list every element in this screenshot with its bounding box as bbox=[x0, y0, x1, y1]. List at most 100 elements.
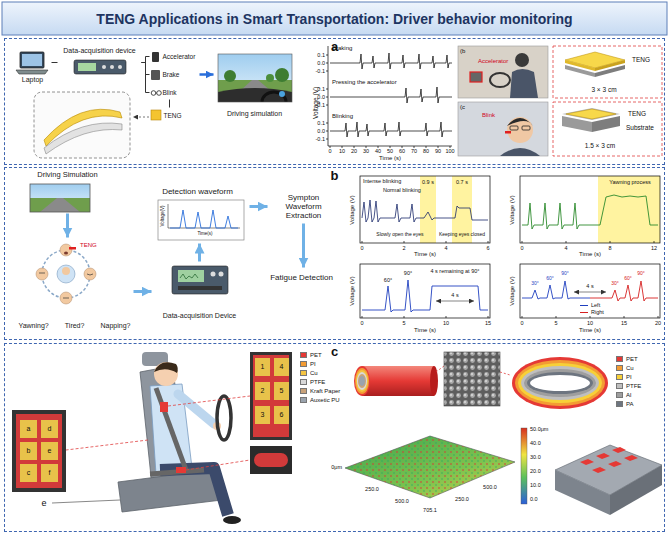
seat-bottom bbox=[580, 447, 638, 473]
tilt-chart bbox=[522, 316, 658, 318]
figure-label: 90° bbox=[637, 271, 645, 277]
daq-device-b bbox=[172, 266, 228, 294]
nod-chart bbox=[362, 280, 488, 312]
legend-item: Auxetic PU bbox=[300, 397, 340, 404]
input-box: Accelerator bbox=[150, 50, 200, 64]
glasses-icon bbox=[155, 93, 157, 94]
layer-ellipse bbox=[524, 369, 596, 397]
screen-illustration bbox=[30, 198, 90, 212]
legend-text: Auxetic PU bbox=[310, 397, 340, 404]
figure-label: Slowly open the eyes bbox=[376, 232, 423, 238]
car-photos bbox=[507, 117, 533, 143]
surface-map bbox=[521, 428, 527, 504]
driver-ring bbox=[57, 265, 75, 283]
teng-square bbox=[151, 110, 161, 120]
pedal-icons bbox=[151, 70, 160, 80]
car-photos bbox=[510, 69, 538, 98]
input-box: Blink bbox=[150, 86, 200, 100]
yawn-chart bbox=[598, 176, 660, 243]
figure-label: 0.0 bbox=[317, 128, 325, 134]
driver-ring bbox=[84, 268, 96, 280]
legend-item: Cu bbox=[300, 370, 318, 377]
figure-label: 15 bbox=[621, 320, 627, 326]
figure-label: 8 bbox=[608, 245, 611, 251]
driver-seat-illustration bbox=[66, 396, 250, 470]
sem-image bbox=[444, 352, 500, 406]
signal-chart bbox=[326, 55, 328, 139]
process-box: Driving Simulation bbox=[22, 170, 114, 214]
simulation-box: Driving simulation bbox=[214, 52, 296, 120]
pad-photo-left bbox=[20, 420, 37, 438]
layer-ellipse bbox=[500, 372, 510, 375]
legend-item: PTFE bbox=[300, 379, 325, 386]
figure-label: TENG bbox=[628, 110, 646, 117]
seat-bottom bbox=[555, 445, 662, 515]
figure-label: 1 bbox=[261, 363, 265, 371]
tube-illustration bbox=[356, 370, 368, 392]
driving-photo bbox=[279, 91, 285, 97]
driver-ring bbox=[69, 247, 76, 250]
legend-item: PI bbox=[616, 374, 632, 381]
daq-device bbox=[74, 60, 126, 74]
sem-image bbox=[444, 352, 500, 406]
tilt-chart bbox=[520, 264, 660, 318]
pad-photo-left bbox=[41, 464, 58, 482]
tube-photo bbox=[250, 446, 292, 474]
legend-swatch bbox=[300, 388, 307, 394]
figure-label: 5 bbox=[280, 387, 284, 395]
figure-label: 5 bbox=[402, 320, 405, 326]
teng-enlarged bbox=[133, 117, 149, 118]
glasses-icon bbox=[151, 91, 161, 96]
connector bbox=[169, 100, 170, 108]
surface-map bbox=[345, 436, 515, 498]
driving-photo bbox=[262, 92, 286, 102]
surface-map bbox=[345, 428, 527, 504]
figure-label: e bbox=[48, 447, 52, 455]
node-label: Napping? bbox=[101, 322, 131, 330]
tube-illustration bbox=[358, 374, 366, 388]
driver-ring bbox=[36, 268, 48, 280]
figure-label: 20 bbox=[351, 148, 357, 154]
layer-ellipse bbox=[500, 357, 608, 409]
layer-ellipse bbox=[521, 366, 599, 400]
figure-label: 4 s bbox=[451, 292, 458, 298]
figure-label: 70 bbox=[411, 148, 417, 154]
figure-label: 10 bbox=[443, 320, 449, 326]
legend-text: Right bbox=[591, 309, 604, 315]
node-label: Data-acquisition device bbox=[63, 47, 135, 55]
panel-frame: aLaptopData-acquisition deviceAccelerato… bbox=[4, 38, 665, 165]
blink-chart bbox=[362, 200, 488, 222]
glasses-icon bbox=[151, 91, 156, 96]
figure-label: 0.7 s bbox=[456, 179, 468, 185]
signal-chart bbox=[330, 146, 450, 148]
node-label: TENG bbox=[164, 112, 182, 119]
figure-label: 40.0 bbox=[530, 440, 541, 446]
teng-renders bbox=[553, 46, 662, 98]
legend-swatch bbox=[300, 397, 307, 403]
node-label: Data-acquisition Device bbox=[163, 312, 237, 320]
teng-enlarged bbox=[34, 92, 149, 158]
driver-seat-illustration bbox=[217, 396, 231, 440]
waveform-box bbox=[158, 200, 244, 240]
driving-photo bbox=[275, 68, 289, 82]
legend-text: PTFE bbox=[310, 379, 325, 386]
figure-label: 0.0 bbox=[317, 60, 325, 66]
figure-label: 10 bbox=[339, 148, 345, 154]
legend-swatch bbox=[616, 401, 623, 407]
pad-photo-left bbox=[12, 410, 66, 492]
teng-renders bbox=[595, 60, 625, 71]
waveform-box bbox=[170, 210, 238, 228]
driving-photo bbox=[218, 54, 292, 102]
figure-label: 60 bbox=[399, 148, 405, 154]
driving-photo bbox=[218, 54, 292, 102]
figure-label: 4 bbox=[564, 245, 567, 251]
layer-ellipse bbox=[518, 363, 602, 403]
car-photos bbox=[500, 148, 540, 156]
figure-label: Voltage (V) bbox=[509, 276, 516, 306]
legend-item: Al bbox=[616, 392, 631, 399]
node-label: Laptop bbox=[22, 76, 43, 84]
tube-illustration bbox=[362, 366, 434, 396]
figure-label: 0.0 bbox=[317, 94, 325, 100]
process-box: Fatigue Detection bbox=[262, 268, 342, 288]
legend-swatch bbox=[616, 383, 623, 389]
